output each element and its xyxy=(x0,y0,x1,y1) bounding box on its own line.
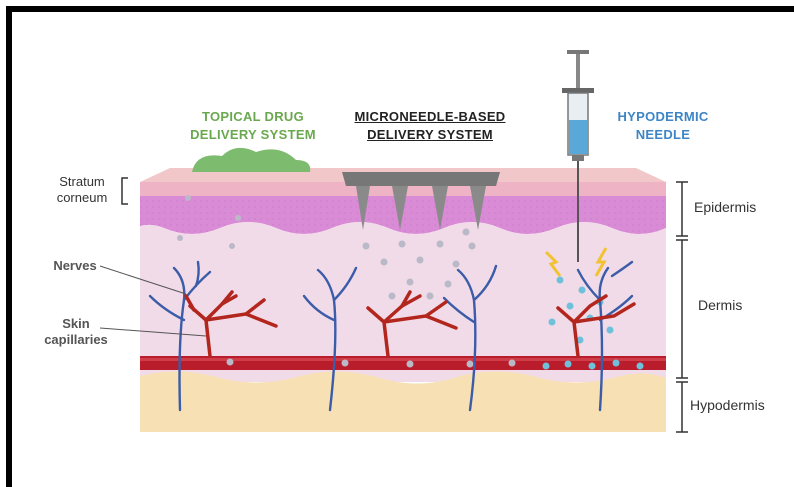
capillaries-label-line-2: capillaries xyxy=(36,332,116,348)
topical-heading-line-2: DELIVERY SYSTEM xyxy=(168,126,338,144)
topical-heading-line-1: TOPICAL DRUG xyxy=(168,108,338,126)
microneedle-heading-line-2: DELIVERY SYSTEM xyxy=(330,126,530,144)
topical-gel xyxy=(192,148,310,172)
hypodermic-heading-line-1: HYPODERMIC xyxy=(598,108,728,126)
hypodermic-heading: HYPODERMIC NEEDLE xyxy=(598,108,728,144)
nerves-label: Nerves xyxy=(40,258,110,274)
epidermis-label: Epidermis xyxy=(694,199,756,215)
microneedle-heading: MICRONEEDLE-BASED DELIVERY SYSTEM xyxy=(330,108,530,144)
capillaries-label: Skin capillaries xyxy=(36,316,116,348)
topical-heading: TOPICAL DRUG DELIVERY SYSTEM xyxy=(168,108,338,144)
stratum-label-line-2: corneum xyxy=(44,190,120,206)
hypodermis-label: Hypodermis xyxy=(690,397,765,413)
dermis-label: Dermis xyxy=(698,297,742,313)
layer-brackets xyxy=(676,182,688,432)
stratum-bracket xyxy=(122,178,128,204)
hypodermic-heading-line-2: NEEDLE xyxy=(598,126,728,144)
stratum-label-line-1: Stratum xyxy=(44,174,120,190)
microneedle-heading-line-1: MICRONEEDLE-BASED xyxy=(330,108,530,126)
stratum-corneum-label: Stratum corneum xyxy=(44,174,120,206)
capillaries-label-line-1: Skin xyxy=(36,316,116,332)
